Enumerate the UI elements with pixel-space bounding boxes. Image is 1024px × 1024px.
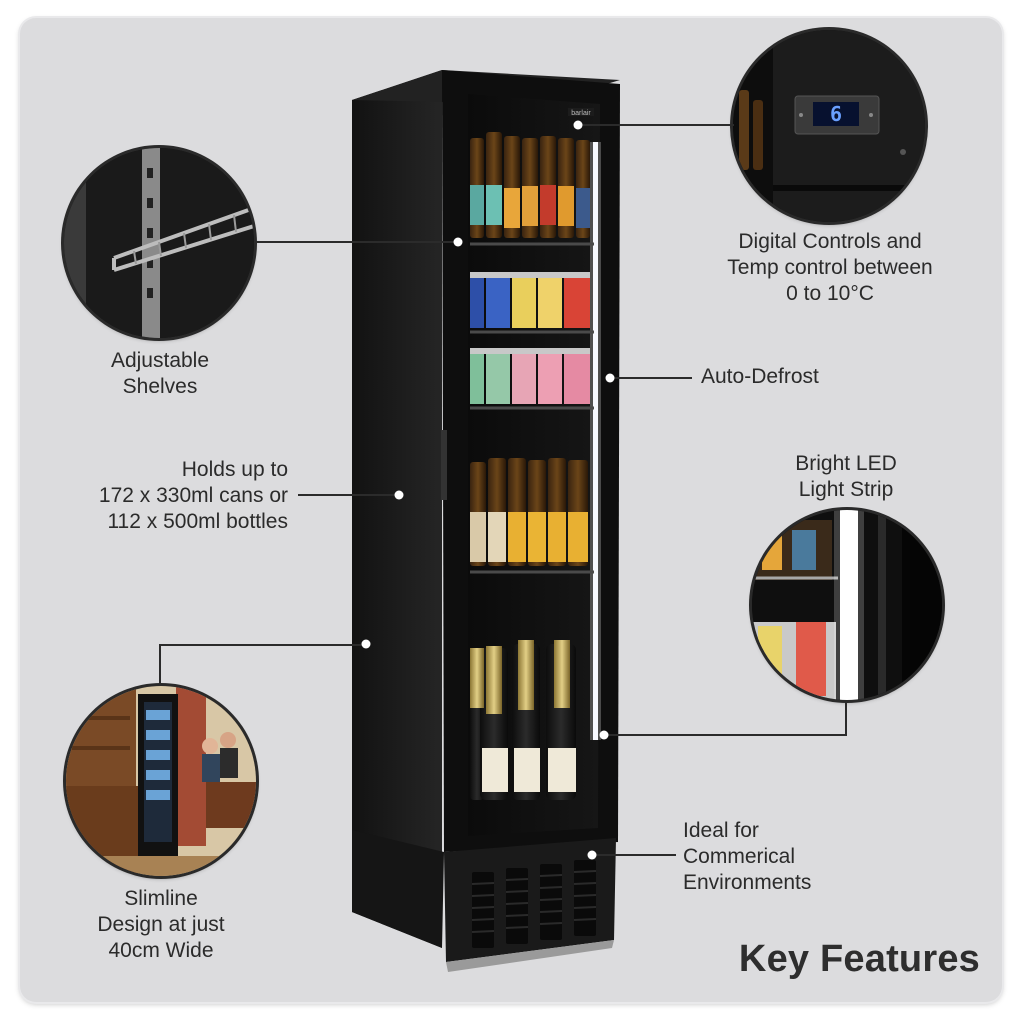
label-holds-up-to: Holds up to 172 x 330ml cans or 112 x 50… (98, 458, 288, 533)
connector-holds-up-to (298, 494, 396, 496)
label-ideal-for: Ideal for Commerical Environments (683, 819, 812, 894)
label-adjustable-shelves: Adjustable Shelves (110, 349, 210, 398)
label-digital-controls: Digital Controls and Temp control betwee… (727, 230, 933, 305)
connector-adjustable-shelves (254, 241, 456, 243)
connector-digital-controls (582, 124, 734, 126)
led-strip-zoom (752, 510, 942, 700)
dot-auto-defrost (605, 373, 615, 383)
led-strip (593, 142, 598, 740)
connector-bright-led-v (845, 700, 847, 736)
svg-text:barlair: barlair (571, 110, 591, 117)
dot-ideal-for (587, 850, 597, 860)
dot-slimline (361, 639, 371, 649)
temperature-display: 6 (830, 102, 843, 126)
label-bright-led: Bright LED Light Strip (795, 452, 897, 501)
connector-slimline-h (160, 644, 364, 646)
label-slimline: Slimline Design at just 40cm Wide (97, 887, 225, 962)
slimline-zoom (66, 686, 256, 876)
dot-bright-led (599, 730, 609, 740)
connector-ideal-for (594, 854, 676, 856)
digital-controls-zoom: 6 (733, 30, 925, 222)
connector-auto-defrost (612, 377, 692, 379)
connector-slimline-v (159, 644, 161, 686)
dot-holds-up-to (394, 490, 404, 500)
fridge-side-panel (352, 70, 442, 948)
label-auto-defrost: Auto-Defrost (701, 365, 819, 388)
dot-adjustable-shelves (453, 237, 463, 247)
adjustable-shelves-zoom (64, 148, 254, 338)
page-title: Key Features (738, 938, 980, 980)
dot-digital-controls (573, 120, 583, 130)
connector-bright-led-h (606, 734, 846, 736)
